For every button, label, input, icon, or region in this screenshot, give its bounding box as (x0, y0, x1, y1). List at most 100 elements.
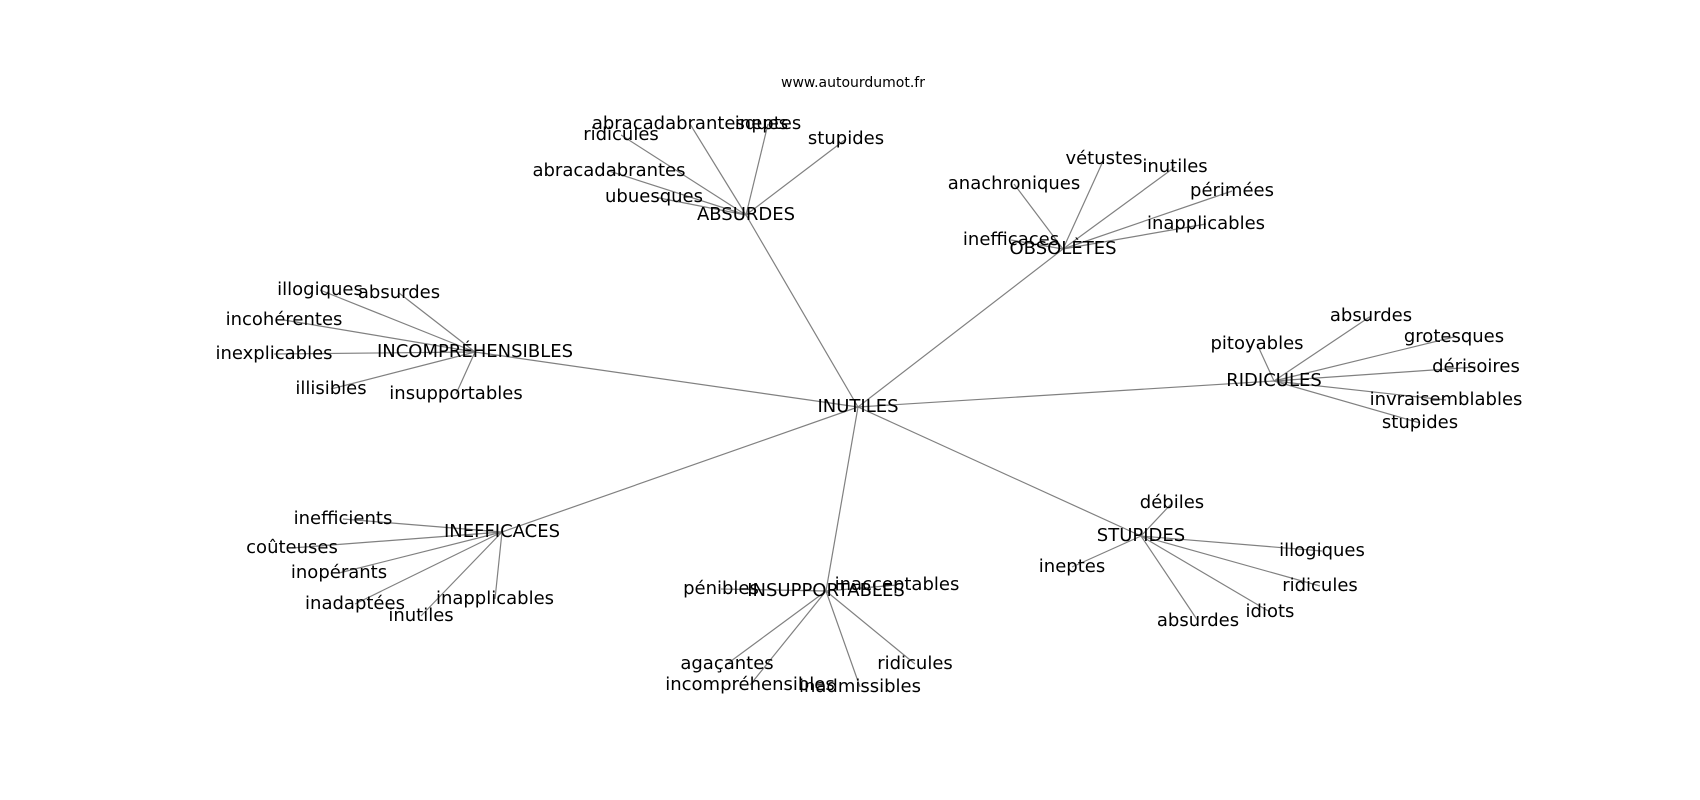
edge-inefficaces-4 (494, 531, 503, 600)
edge-stupides-1 (1071, 535, 1142, 568)
leaf-node-stupides-2: illogiques (1279, 540, 1365, 561)
edge-ridicules-0 (1273, 315, 1372, 382)
leaf-node-obsoletes-1: inutiles (1142, 156, 1207, 177)
edge-obsoletes-1 (1062, 166, 1176, 250)
edge-incomprehensibles-1 (398, 292, 476, 353)
leaf-node-stupides-3: ridicules (1282, 575, 1358, 596)
edge-ridicules-2 (1273, 336, 1455, 382)
edge-incomprehensibles-4 (330, 351, 476, 390)
edge-ridicules-1 (1256, 343, 1275, 382)
leaf-node-stupides-4: idiots (1246, 601, 1295, 622)
leaf-node-absurdes-1: ineptes (735, 113, 801, 134)
leaf-node-insupportables-0: pénibles (683, 578, 759, 599)
leaf-node-ridicules-5: stupides (1382, 412, 1458, 433)
leaf-node-obsoletes-0: vétustes (1065, 148, 1142, 169)
edge-insupportables-3 (825, 590, 916, 665)
leaf-node-obsoletes-3: périmées (1190, 180, 1274, 201)
edge-center-stupides (857, 406, 1142, 537)
edge-incomprehensibles-2 (283, 319, 476, 353)
edge-insupportables-2 (726, 590, 827, 665)
edge-center-obsoletes (857, 248, 1064, 408)
edge-obsoletes-4 (1062, 223, 1207, 250)
edge-incomprehensibles-5 (455, 351, 476, 395)
edge-center-insupportables (825, 406, 859, 592)
leaf-node-insupportables-3: ridicules (877, 653, 953, 674)
leaf-node-absurdes-2: stupides (808, 128, 884, 149)
edge-stupides-5 (1140, 535, 1199, 622)
edge-stupides-2 (1140, 535, 1323, 552)
leaf-node-inefficaces-4: inapplicables (436, 588, 554, 609)
edge-inefficaces-0 (342, 518, 503, 533)
edge-absurdes-4 (608, 170, 747, 216)
leaf-node-inefficaces-2: inopérants (291, 562, 387, 583)
edge-inefficaces-5 (420, 531, 503, 617)
source-label: www.autourdumot.fr (781, 75, 925, 91)
edge-obsoletes-0 (1062, 158, 1105, 250)
edge-absurdes-1 (745, 123, 769, 216)
hub-node-stupides: STUPIDES (1097, 525, 1185, 546)
leaf-node-incomprehensibles-1: absurdes (358, 282, 440, 303)
leaf-node-absurdes-3: ridicules (583, 124, 659, 145)
edge-absurdes-5 (653, 196, 747, 216)
edge-center-absurdes (745, 214, 859, 408)
edge-inefficaces-2 (338, 531, 503, 574)
edge-center-incomprehensibles (474, 351, 859, 408)
leaf-node-ridicules-2: grotesques (1404, 326, 1504, 347)
edge-incomprehensibles-0 (319, 289, 476, 353)
edge-ridicules-4 (1273, 380, 1447, 401)
leaf-node-incomprehensibles-3: inexplicables (215, 343, 332, 364)
edge-insupportables-5 (825, 590, 861, 688)
edge-incomprehensibles-3 (273, 351, 476, 355)
edge-obsoletes-5 (1010, 239, 1064, 250)
edge-center-inefficaces (501, 406, 859, 533)
edge-stupides-3 (1140, 535, 1321, 587)
leaf-node-inefficaces-1: coûteuses (246, 537, 338, 558)
leaf-node-insupportables-2: agaçantes (680, 653, 773, 674)
edge-stupides-4 (1140, 535, 1271, 613)
leaf-node-incomprehensibles-5: insupportables (389, 383, 522, 404)
leaf-node-ridicules-1: pitoyables (1210, 333, 1303, 354)
leaf-node-incomprehensibles-0: illogiques (277, 279, 363, 300)
edge-inefficaces-3 (354, 531, 503, 605)
graph-labels: www.autourdumot.fr INUTILESABSURDESabrac… (215, 75, 1522, 697)
leaf-node-incomprehensibles-4: illisibles (295, 378, 366, 399)
leaf-node-ridicules-0: absurdes (1330, 305, 1412, 326)
edge-absurdes-2 (745, 138, 847, 216)
edge-insupportables-0 (720, 588, 827, 592)
hub-node-ridicules: RIDICULES (1226, 370, 1322, 391)
center-node: INUTILES (817, 396, 898, 417)
leaf-node-insupportables-4: incompréhensibles (665, 674, 835, 695)
leaf-node-incomprehensibles-2: incohérentes (226, 309, 343, 330)
hub-node-inefficaces: INEFFICACES (444, 521, 560, 542)
edge-center-ridicules (857, 380, 1275, 408)
edge-stupides-0 (1140, 502, 1173, 537)
edge-ridicules-5 (1273, 380, 1421, 424)
leaf-node-stupides-5: absurdes (1157, 610, 1239, 631)
leaf-node-obsoletes-2: anachroniques (948, 173, 1081, 194)
hub-node-insupportables: INSUPPORTABLES (747, 580, 905, 601)
graph-edges (273, 123, 1477, 688)
edge-absurdes-3 (620, 134, 747, 216)
leaf-node-insupportables-5: inadmissibles (799, 676, 921, 697)
edge-ridicules-3 (1273, 366, 1477, 382)
leaf-node-insupportables-1: inacceptables (835, 574, 960, 595)
edge-inefficaces-1 (291, 531, 503, 549)
leaf-node-inefficaces-0: inefficients (294, 508, 393, 529)
hub-node-incomprehensibles: INCOMPRÉHENSIBLES (377, 340, 573, 362)
edge-absurdes-0 (689, 123, 747, 216)
leaf-node-obsoletes-4: inapplicables (1147, 213, 1265, 234)
edge-insupportables-4 (749, 590, 827, 686)
leaf-node-absurdes-0: abracadabrantesques (592, 113, 788, 134)
leaf-node-ridicules-3: dérisoires (1432, 356, 1520, 377)
leaf-node-obsoletes-5: inefficaces (963, 229, 1059, 250)
leaf-node-absurdes-5: ubuesques (605, 186, 703, 207)
leaf-node-absurdes-4: abracadabrantes (532, 160, 685, 181)
edge-obsoletes-2 (1013, 183, 1064, 250)
edge-obsoletes-3 (1062, 190, 1233, 250)
leaf-node-ridicules-4: invraisemblables (1370, 389, 1523, 410)
leaf-node-stupides-0: débiles (1140, 492, 1204, 513)
edge-insupportables-1 (825, 584, 898, 592)
leaf-node-inefficaces-3: inadaptées (305, 593, 405, 614)
leaf-node-inefficaces-5: inutiles (388, 605, 453, 626)
